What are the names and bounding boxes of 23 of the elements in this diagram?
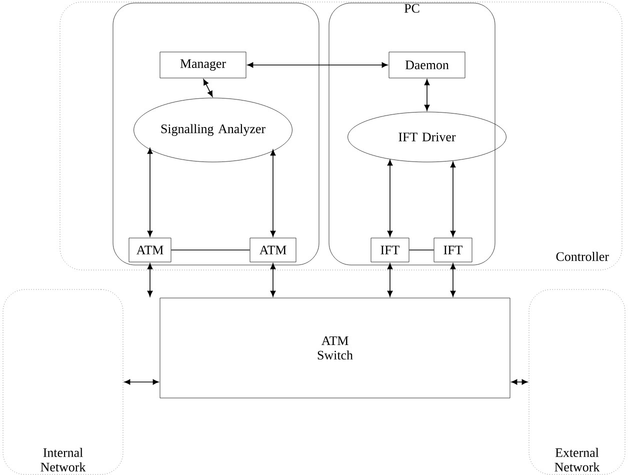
process-box: Daemon [388,52,466,78]
arrow [247,62,388,68]
arrow [450,263,456,297]
arrow [387,263,393,297]
process-box: Manager [160,52,246,78]
arrow [450,162,456,237]
arrow [511,379,528,385]
port-box: IFT [370,238,410,262]
port-box: ATM [250,238,296,262]
arrow [147,263,153,297]
arrow [270,150,276,237]
port-box: IFT [434,238,472,262]
port-box: ATM [128,238,172,262]
network-region: Internal Network [2,289,124,475]
arrow [203,79,213,97]
computer-box [112,2,320,266]
arrow [387,160,393,237]
switch-box: ATM Switch [160,298,510,398]
arrow [147,148,153,237]
arrow [124,379,159,385]
network-region: External Network [528,289,626,475]
arrow [270,263,276,297]
arrow [424,79,430,111]
